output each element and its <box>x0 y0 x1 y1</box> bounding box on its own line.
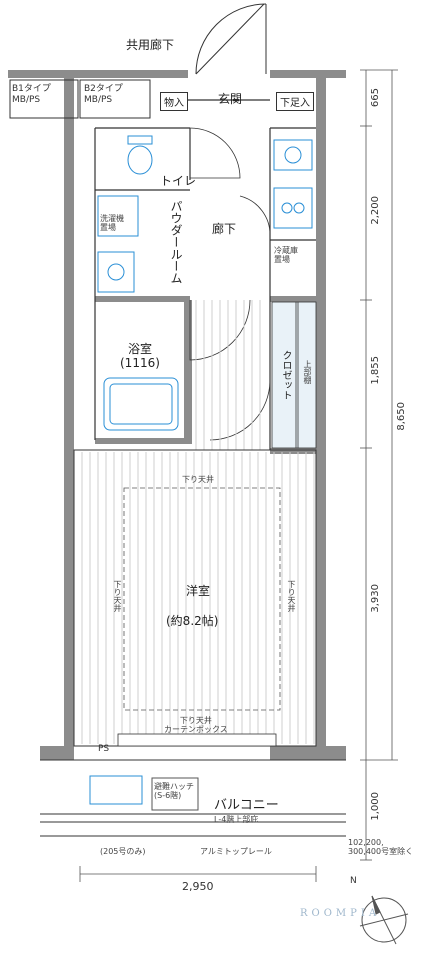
upper-roof-label: L-4階上部庇 <box>214 815 259 824</box>
fridge-label: 冷蔵庫 置場 <box>274 246 298 264</box>
corridor-label: 共用廊下 <box>126 38 175 52</box>
compass-icon <box>359 895 409 945</box>
lowered-ceiling-right-label: 下り天井 <box>287 580 296 612</box>
dim-1855: 1,855 <box>370 356 381 385</box>
floor-note-label: 102,200, 300,400号室除く <box>348 838 414 856</box>
curtain-box <box>117 733 277 747</box>
mbps-b2-label: B2タイプ MB/PS <box>84 84 123 105</box>
evac-hatch-label: 避難ハッチ (S-6階) <box>154 782 194 800</box>
door-swings <box>189 127 271 441</box>
bathtub <box>103 377 179 431</box>
shelf-label: 上部棚 <box>303 360 312 384</box>
lowered-ceiling-top-label: 下り天井 <box>182 475 214 484</box>
aluminum-rail-label: アルミトップレール <box>200 847 272 856</box>
washer-label: 洗濯機 置場 <box>100 214 124 232</box>
dimension-lines <box>79 69 398 882</box>
partitions <box>94 99 316 450</box>
only-205-label: (205号のみ) <box>100 847 146 856</box>
storage-in-label: 物入 <box>160 92 188 111</box>
bath-size-label: (1116) <box>120 356 160 370</box>
entrance-door <box>195 3 267 75</box>
washer-place <box>97 195 139 237</box>
dim-1000: 1,000 <box>370 792 381 821</box>
ps-label: PS <box>98 744 110 754</box>
lowered-ceiling-dashed <box>123 487 281 711</box>
dim-width: 2,950 <box>182 880 214 893</box>
curtain-box-label: 下り天井 カーテンボックス <box>164 716 228 734</box>
kitchen <box>273 139 313 229</box>
watermark: ROOMPIA <box>300 908 381 919</box>
balcony-label: バルコニー <box>214 798 279 813</box>
mbps-b1-label: B1タイプ MB/PS <box>12 84 51 105</box>
lowered-ceiling-left-label: 下り天井 <box>113 580 122 612</box>
western-size-label: (約8.2帖) <box>166 614 219 628</box>
powder-room-label: パウダールーム <box>169 200 183 284</box>
bath-label: 浴室 <box>128 342 153 356</box>
dim-2200: 2,200 <box>370 196 381 225</box>
closet-area <box>271 301 317 449</box>
hall-label: 廊下 <box>212 222 237 236</box>
shoe-box-label: 下足入 <box>276 92 314 111</box>
dim-665: 665 <box>370 88 381 108</box>
compass-n-label: N <box>350 876 357 886</box>
western-room-label: 洋室 <box>186 584 211 598</box>
dim-8650: 8,650 <box>396 402 407 431</box>
closet-label: クロゼット <box>280 350 291 400</box>
walls <box>8 70 346 760</box>
mbps-boxes <box>9 79 151 119</box>
balcony-lines <box>40 759 346 837</box>
toilet-label: トイレ <box>160 174 197 188</box>
floor-lines <box>81 300 315 744</box>
washbasin <box>97 251 135 293</box>
toilet-fixture <box>127 135 153 175</box>
dim-3930: 3,930 <box>370 584 381 613</box>
entrance-label: 玄関 <box>218 92 243 106</box>
